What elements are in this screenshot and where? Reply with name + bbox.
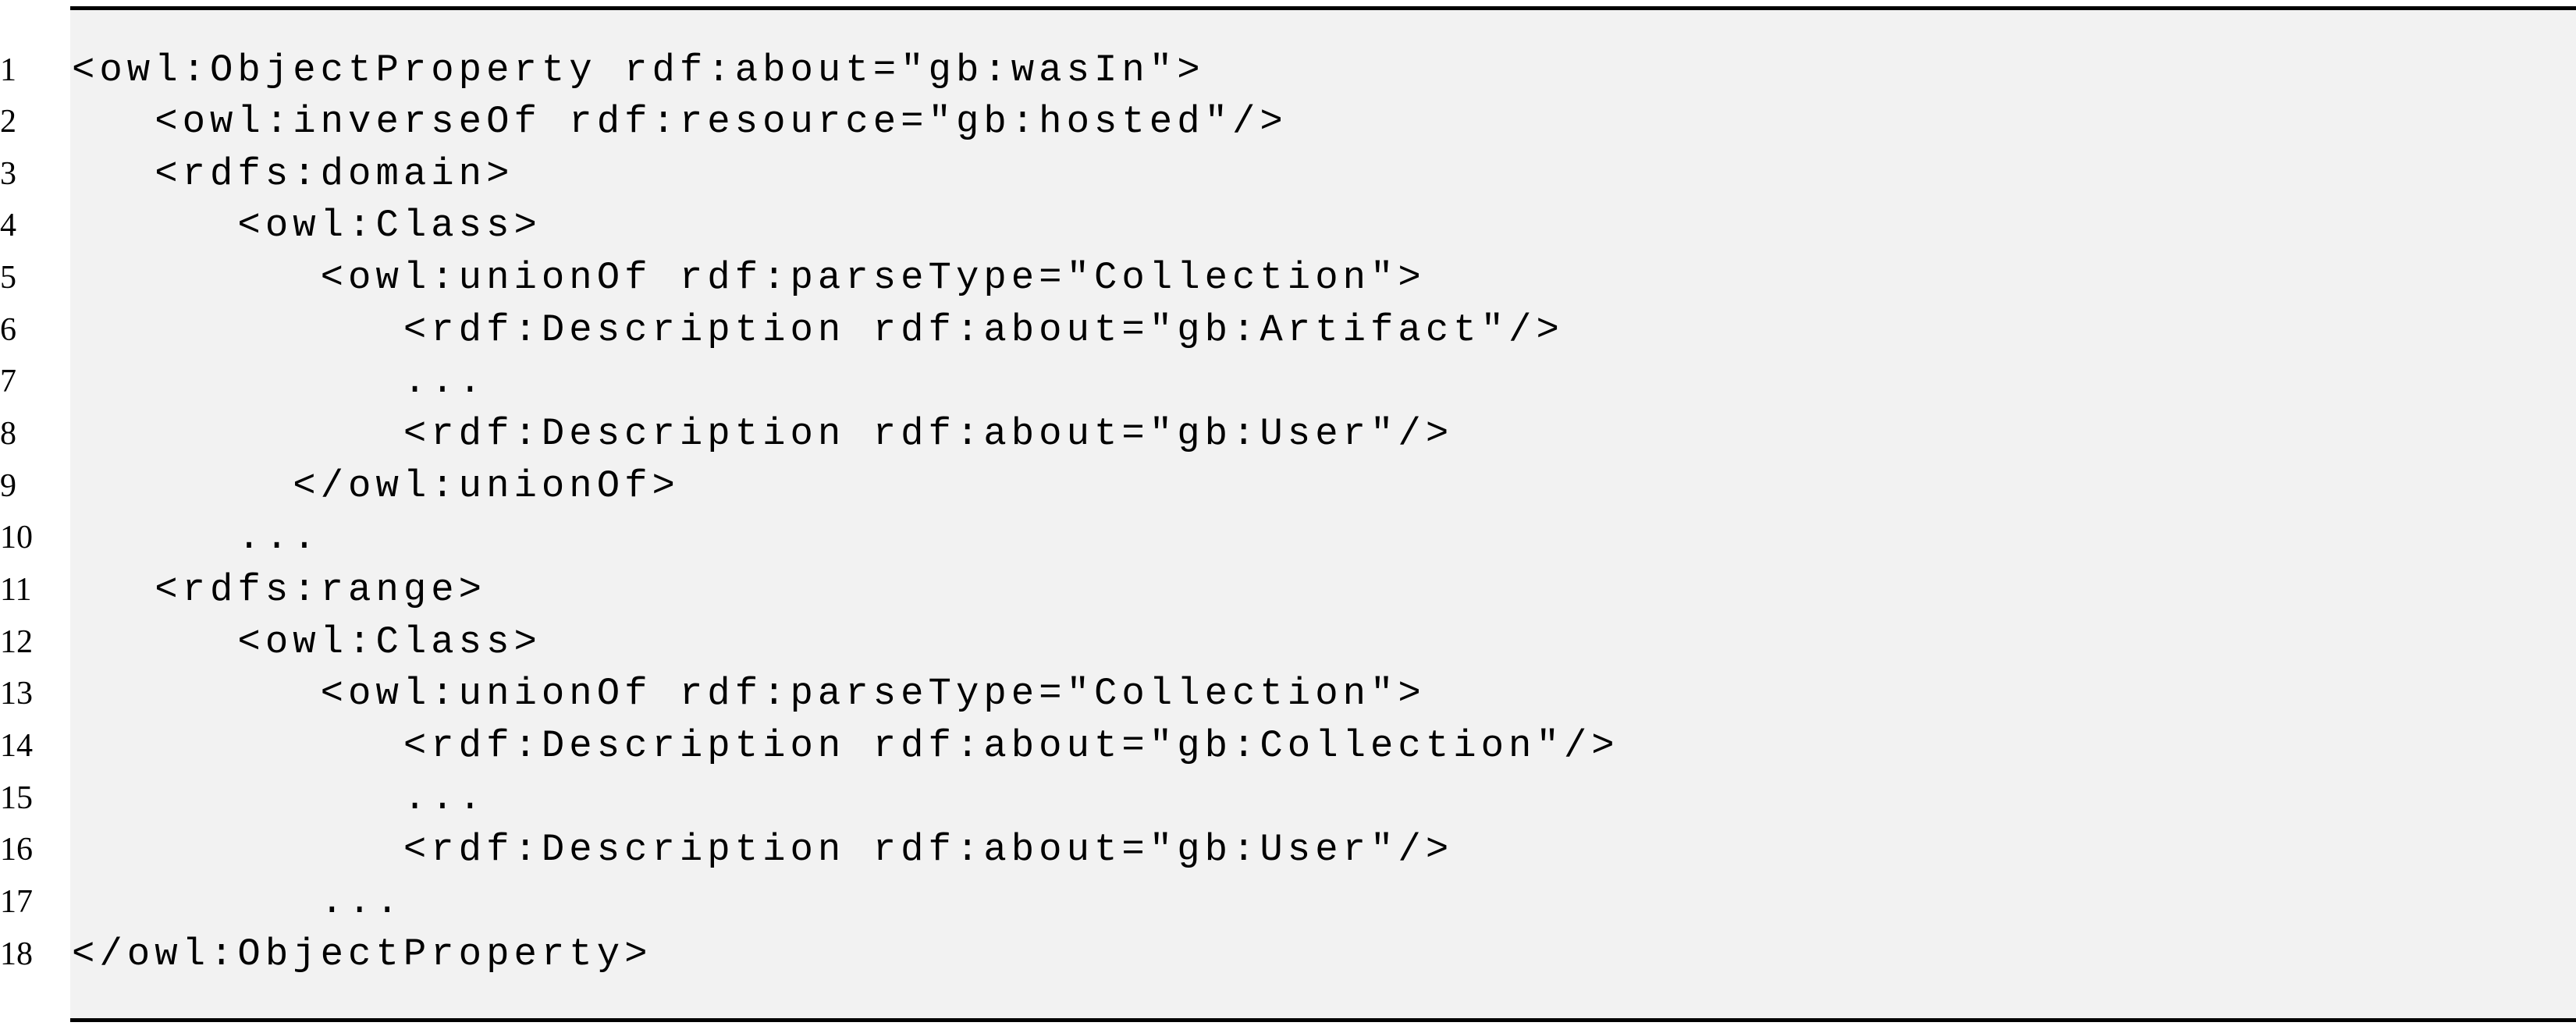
line-number: 16 (0, 832, 33, 868)
code-text: <rdfs:domain> (72, 152, 514, 196)
code-line: 9 </owl:unionOf> (0, 460, 2576, 512)
code-text: <owl:Class> (72, 620, 542, 664)
code-line: 15 ... (0, 772, 2576, 824)
line-number: 4 (0, 208, 16, 243)
code-line: 16 <rdf:Description rdf:about="gb:User"/… (0, 824, 2576, 875)
code-text: ... (72, 880, 403, 924)
code-line: 17 ... (0, 876, 2576, 928)
code-text: <rdf:Description rdf:about="gb:User"/> (72, 412, 1454, 456)
line-number: 8 (0, 416, 16, 452)
line-number: 3 (0, 156, 16, 192)
code-text: ... (72, 516, 321, 559)
code-listing (70, 6, 2576, 1022)
line-number: 5 (0, 260, 16, 296)
line-number: 1 (0, 52, 16, 88)
code-text: <rdfs:range> (72, 568, 487, 612)
code-line: 3 <rdfs:domain> (0, 148, 2576, 200)
code-line: 8 <rdf:Description rdf:about="gb:User"/> (0, 408, 2576, 460)
line-number: 6 (0, 312, 16, 348)
code-text: <owl:inverseOf rdf:resource="gb:hosted"/… (72, 100, 1288, 144)
line-number: 14 (0, 728, 33, 764)
code-text: <owl:unionOf rdf:parseType="Collection"> (72, 256, 1426, 300)
code-text: <owl:ObjectProperty rdf:about="gb:wasIn"… (72, 48, 1205, 92)
code-text: ... (72, 776, 487, 820)
code-line: 7 ... (0, 356, 2576, 407)
line-number: 15 (0, 780, 33, 816)
code-line: 13 <owl:unionOf rdf:parseType="Collectio… (0, 668, 2576, 719)
code-text: </owl:unionOf> (72, 464, 680, 508)
code-line: 2 <owl:inverseOf rdf:resource="gb:hosted… (0, 96, 2576, 147)
line-number: 11 (0, 572, 32, 608)
line-number: 10 (0, 520, 33, 556)
code-text: ... (72, 360, 487, 403)
code-line: 11 <rdfs:range> (0, 564, 2576, 616)
line-number: 9 (0, 468, 16, 504)
code-text: <rdf:Description rdf:about="gb:Collectio… (72, 724, 1619, 768)
line-number: 2 (0, 104, 16, 140)
code-text: <rdf:Description rdf:about="gb:User"/> (72, 828, 1454, 872)
code-line: 10 ... (0, 512, 2576, 563)
code-text: <owl:unionOf rdf:parseType="Collection"> (72, 672, 1426, 715)
code-line: 6 <rdf:Description rdf:about="gb:Artifac… (0, 304, 2576, 356)
code-text: <owl:Class> (72, 204, 542, 247)
line-number: 17 (0, 884, 33, 920)
line-number: 7 (0, 364, 16, 399)
line-number: 18 (0, 936, 33, 972)
code-line: 4 <owl:Class> (0, 200, 2576, 251)
line-number: 12 (0, 624, 33, 660)
code-line: 18 </owl:ObjectProperty> (0, 928, 2576, 980)
line-number: 13 (0, 676, 33, 712)
code-line: 5 <owl:unionOf rdf:parseType="Collection… (0, 252, 2576, 304)
code-text: </owl:ObjectProperty> (72, 932, 652, 976)
code-line: 1 <owl:ObjectProperty rdf:about="gb:wasI… (0, 44, 2576, 96)
code-text: <rdf:Description rdf:about="gb:Artifact"… (72, 308, 1564, 352)
code-line: 12 <owl:Class> (0, 616, 2576, 668)
code-line: 14 <rdf:Description rdf:about="gb:Collec… (0, 720, 2576, 772)
